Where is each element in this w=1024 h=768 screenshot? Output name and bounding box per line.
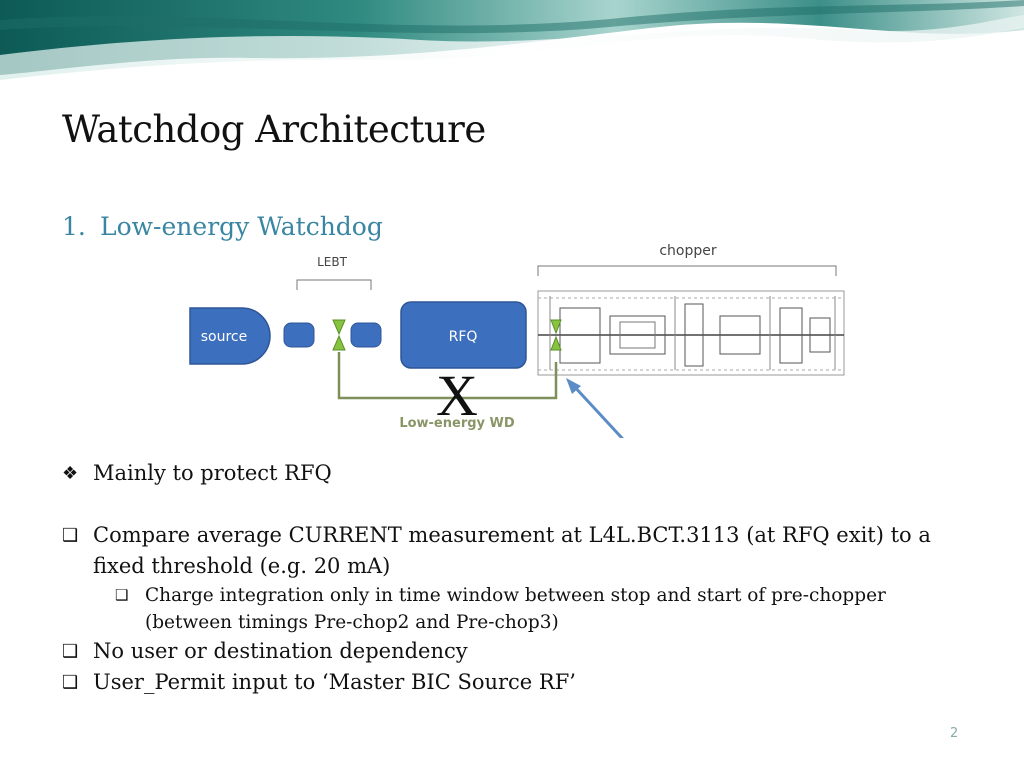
lebt-bracket (296, 279, 372, 290)
bullet-text: Mainly to protect RFQ (93, 461, 332, 485)
header-wave-banner (0, 0, 1024, 80)
watchdog-label: Low-energy WD (399, 416, 515, 431)
lebt-label: LEBT (317, 255, 348, 269)
checkbox-bullet-icon: ❑ (115, 586, 129, 604)
bullet-text: User_Permit input to ‘Master BIC Source … (93, 670, 576, 694)
subheading-text: Low-energy Watchdog (100, 212, 383, 241)
rfq-block (400, 301, 527, 369)
bullet-item: ❑ Compare average CURRENT measurement at… (62, 520, 962, 582)
pointer-arrow (570, 382, 624, 438)
checkbox-bullet-icon: ❑ (62, 525, 79, 546)
slide-title: Watchdog Architecture (62, 108, 486, 151)
bullet-text: Charge integration only in time window b… (145, 585, 886, 633)
bullet-list: ❖ Mainly to protect RFQ ❑ Compare averag… (62, 458, 962, 698)
beamline-diagram: LEBT chopper source RFQ Lo (189, 243, 845, 438)
rfq-label: RFQ (449, 329, 478, 345)
chopper-bracket (537, 265, 837, 276)
subheading: 1. Low-energy Watchdog (62, 212, 383, 241)
bullet-text: No user or destination dependency (93, 639, 468, 663)
bullet-text: Compare average CURRENT measurement at L… (93, 523, 931, 578)
subheading-number: 1. (62, 212, 86, 241)
watchdog-connection-line (337, 352, 558, 400)
diamond-bullet-icon: ❖ (62, 463, 79, 484)
lebt-current-monitor (332, 319, 346, 351)
bullet-item: ❑ User_Permit input to ‘Master BIC Sourc… (62, 667, 962, 698)
sub-bullet-item: ❑ Charge integration only in time window… (115, 582, 962, 636)
page-number: 2 (950, 726, 959, 741)
checkbox-bullet-icon: ❑ (62, 641, 79, 662)
checkbox-bullet-icon: ❑ (62, 672, 79, 693)
rfq-exit-current-monitor (550, 319, 562, 351)
source-label: source (201, 329, 248, 345)
pointer-arrow-head (566, 378, 581, 394)
chopper-label: chopper (659, 243, 717, 259)
bullet-item: ❑ No user or destination dependency (62, 636, 962, 667)
disabled-x-mark: X (436, 363, 478, 428)
source-block (189, 307, 271, 365)
bullet-item: ❖ Mainly to protect RFQ (62, 458, 962, 489)
spacer (62, 489, 962, 520)
chopper-drawing (537, 290, 845, 376)
lebt-solenoid-1 (283, 322, 315, 348)
lebt-solenoid-2 (350, 322, 382, 348)
